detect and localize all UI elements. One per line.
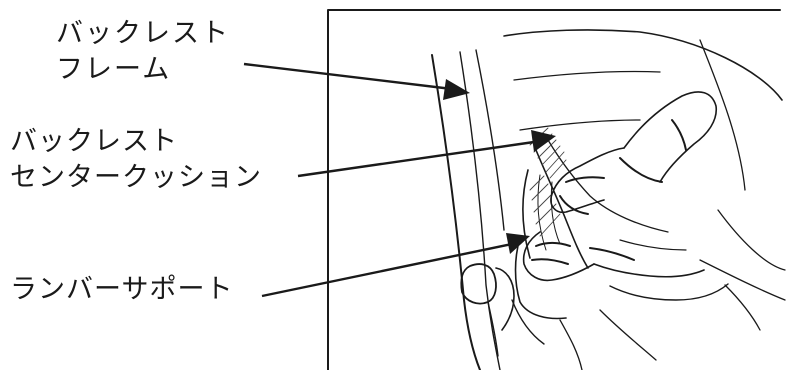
lumbar-support — [514, 237, 567, 320]
leader-lumbar — [261, 233, 530, 298]
upper-sleeve — [623, 91, 718, 183]
seat-back-panel — [503, 29, 783, 101]
backrest-frame-inner-edge — [459, 51, 501, 370]
label-backrest-frame: バックレスト フレーム — [56, 16, 230, 88]
label-lumbar-support-line1: ランバーサポート — [10, 274, 234, 305]
recliner-knob — [460, 263, 497, 305]
center-cushion — [535, 149, 589, 269]
lower-hand — [522, 231, 595, 282]
leader-frame — [243, 62, 470, 100]
backrest-frame-outline — [431, 54, 481, 370]
label-lumbar-support: ランバーサポート — [10, 272, 233, 308]
illustration-border — [327, 9, 781, 370]
arrow-frame-icon — [443, 79, 470, 100]
lower-sleeve — [593, 263, 705, 278]
label-backrest-frame-line1: バックレスト — [56, 18, 230, 49]
leader-cushion — [297, 130, 556, 178]
label-center-cushion-line2: センタークッション — [10, 162, 262, 193]
label-backrest-center-cushion: バックレスト センタークッション — [10, 124, 262, 196]
label-center-cushion-line1: バックレスト — [10, 126, 178, 157]
arrow-lumbar-icon — [506, 233, 530, 254]
upper-hand — [550, 147, 625, 214]
arrow-cushion-icon — [531, 130, 556, 152]
label-backrest-frame-line2: フレーム — [56, 54, 172, 85]
